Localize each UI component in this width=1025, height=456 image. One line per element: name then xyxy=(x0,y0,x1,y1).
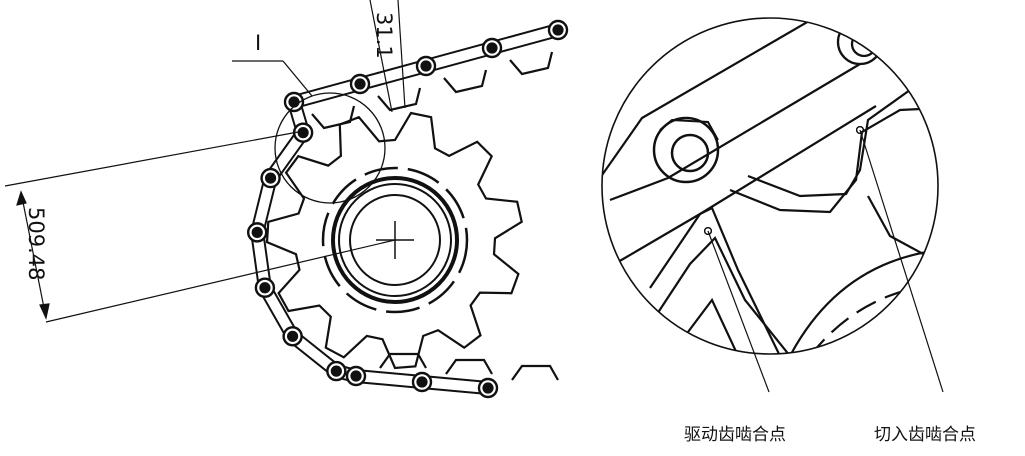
track-grouser xyxy=(445,358,493,375)
track-grouser xyxy=(377,87,422,112)
track-pin-center xyxy=(287,330,299,342)
track-grouser xyxy=(511,364,559,381)
detail-marker-label: I xyxy=(255,31,261,55)
track-pin-center xyxy=(552,24,564,36)
cutin-mesh-label: 切入齿啮合点 xyxy=(874,425,976,445)
track-grouser xyxy=(311,105,356,130)
track-chain xyxy=(246,19,569,399)
track-pin-center xyxy=(330,365,342,377)
drive-mesh-label: 驱动齿啮合点 xyxy=(684,425,786,445)
track-pin-center xyxy=(486,42,498,54)
drive-mesh-point xyxy=(703,226,713,236)
leader-lines xyxy=(707,129,944,393)
sprocket-teeth-outline xyxy=(265,111,523,370)
track-pin-center xyxy=(259,282,271,294)
track-pin-center xyxy=(420,60,432,72)
track-grouser xyxy=(509,51,554,76)
drive-sprocket xyxy=(265,111,523,370)
dimension-distance-label: 509.48 xyxy=(24,207,48,280)
detail-callout xyxy=(232,60,386,204)
dimension-509-48 xyxy=(4,131,396,323)
track-pin-center xyxy=(264,172,277,184)
track-pin-center xyxy=(288,96,300,108)
cutin-mesh-point xyxy=(855,125,865,135)
detail-view xyxy=(601,17,939,355)
track-pin-center xyxy=(416,376,428,388)
dimension-pitch-label: 31.1 xyxy=(372,12,396,59)
track-pin-center xyxy=(297,127,309,139)
dimension-31-1 xyxy=(369,0,406,113)
track-pin-center xyxy=(354,78,366,90)
track-pin-center xyxy=(482,382,494,394)
track-grouser xyxy=(379,352,427,369)
track-grouser xyxy=(443,69,488,94)
track-pin-center xyxy=(251,226,263,238)
track-pin-center xyxy=(350,370,362,382)
sprocket-hub xyxy=(321,166,469,314)
